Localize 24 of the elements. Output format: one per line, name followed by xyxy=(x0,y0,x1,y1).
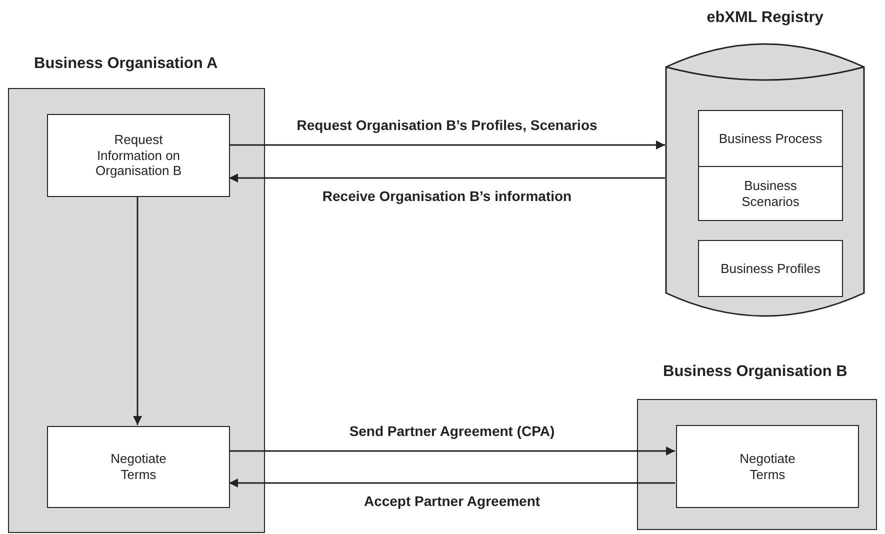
group-heading: ebXML Registry xyxy=(706,9,824,27)
group-heading: Business Organisation B xyxy=(663,363,848,381)
arrow xyxy=(229,140,665,150)
edge-label: Send Partner Agreement (CPA) xyxy=(347,423,557,439)
arrow xyxy=(229,174,665,182)
process-box xyxy=(47,426,230,508)
edge-label: Receive Organisation B’s information xyxy=(320,188,574,204)
edge-label: Accept Partner Agreement xyxy=(362,493,542,509)
box-text: Request Information on Organisation B xyxy=(94,132,182,179)
process-box xyxy=(47,114,230,197)
edge-label: Request Organisation B’s Profiles, Scenarios xyxy=(294,117,600,133)
process-box xyxy=(676,425,859,508)
group-heading: Business Organisation A xyxy=(34,55,218,73)
arrow xyxy=(229,446,675,456)
box-text: Negotiate Terms xyxy=(738,450,796,482)
box-text: Business Process xyxy=(718,131,822,147)
box-text: Negotiate Terms xyxy=(110,451,168,483)
arrow xyxy=(133,196,142,425)
process-box xyxy=(698,240,843,297)
box-text: Business Profiles xyxy=(720,260,820,276)
process-box xyxy=(698,166,843,221)
box-text: Business Scenarios xyxy=(740,178,800,210)
arrow xyxy=(229,478,675,488)
process-box xyxy=(698,110,843,167)
